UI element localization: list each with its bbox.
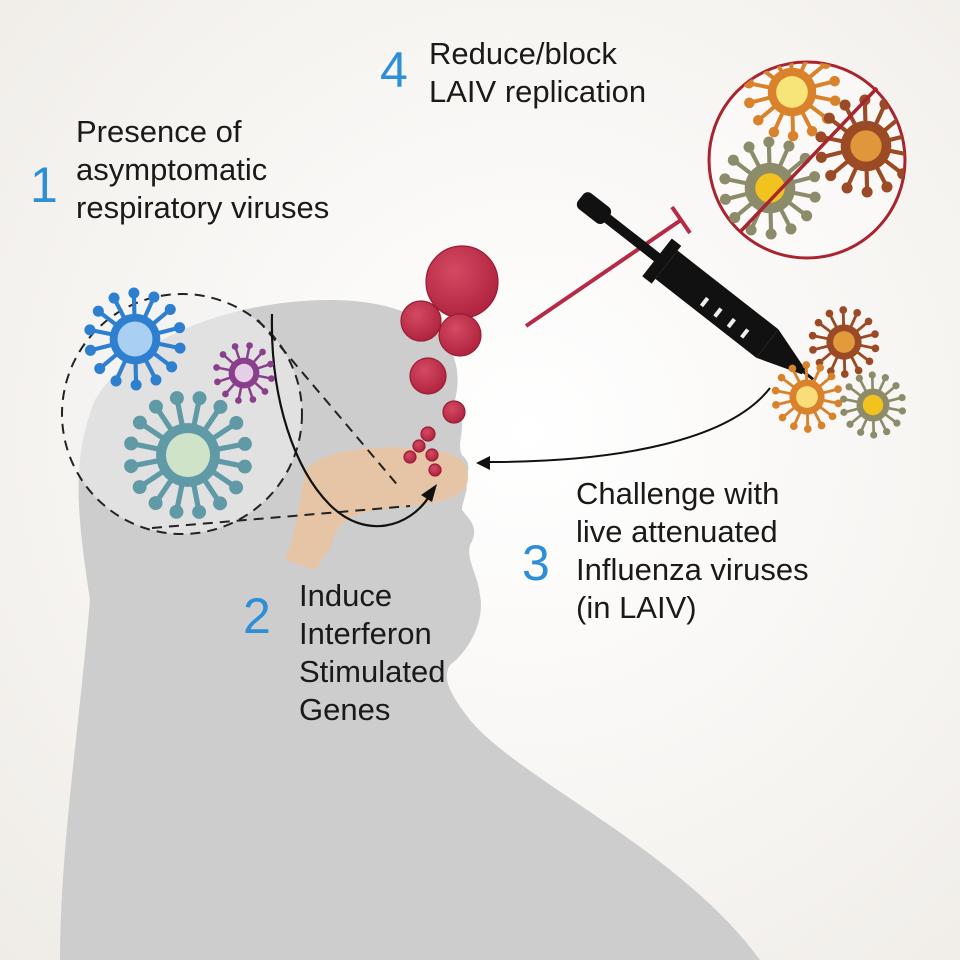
step-3-line: (in LAIV) (576, 590, 697, 625)
step-1-line: respiratory viruses (76, 190, 330, 225)
step-2-line: Induce (299, 578, 393, 613)
step-2-line: Interferon (299, 616, 432, 651)
step-2-line: Genes (299, 692, 391, 727)
influenza-virus-icon (719, 136, 821, 240)
respiratory-virus-icon (84, 287, 186, 391)
step-2-line: Stimulated (299, 654, 446, 689)
prohibition-icon (707, 60, 907, 260)
step-4-line: Reduce/block (429, 36, 617, 71)
respiratory-virus-icon (213, 342, 275, 404)
respiratory-virus-icon (124, 391, 252, 519)
step-1-line: Presence of (76, 114, 242, 149)
interferon-droplets (400, 245, 499, 477)
challenge-arrowhead (476, 456, 490, 470)
induce-arrow (270, 313, 431, 528)
step-1-label: Presence of asymptomatic respiratory vir… (76, 113, 329, 227)
step-1-number: 1 (30, 157, 58, 213)
influenza-virus-icon (839, 371, 907, 439)
step-3-label: Challenge with live attenuated Influenza… (576, 475, 809, 627)
step-4-line: LAIV replication (429, 74, 647, 109)
step-4-number: 4 (380, 42, 408, 98)
step-3-line: Challenge with (576, 476, 780, 511)
influenza-virus-icon (771, 361, 843, 433)
influenza-virus-icon (808, 306, 880, 378)
inhibition-arrow-icon (524, 205, 692, 328)
step-2-number: 2 (243, 588, 271, 644)
challenge-arrow (487, 387, 771, 463)
step-3-line: live attenuated (576, 514, 778, 549)
step-3-number: 3 (522, 535, 550, 591)
induce-arrowhead (421, 484, 437, 502)
influenza-virus-icon (815, 94, 905, 198)
step-3-line: Influenza viruses (576, 552, 809, 587)
step-2-label: Induce Interferon Stimulated Genes (299, 577, 445, 729)
step-4-label: Reduce/block LAIV replication (429, 35, 646, 111)
step-1-line: asymptomatic (76, 152, 268, 187)
influenza-virus-icon (743, 62, 841, 142)
